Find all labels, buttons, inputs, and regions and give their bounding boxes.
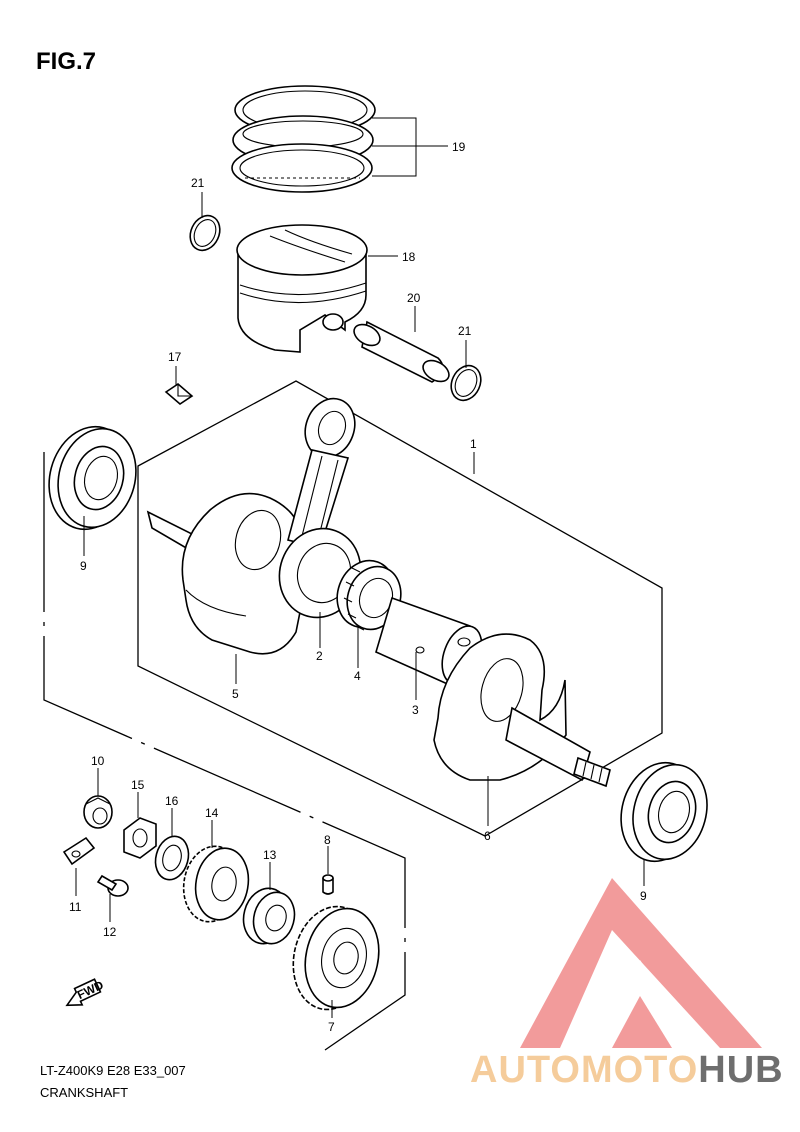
- piston-pin-circlip-left: [189, 214, 221, 252]
- callout-12: 12: [103, 925, 117, 939]
- callout-8: 8: [324, 833, 331, 847]
- oil-seal-bush: [83, 795, 113, 829]
- callout-14: 14: [205, 806, 219, 820]
- model-code-label: LT-Z400K9 E28 E33_007: [40, 1063, 186, 1078]
- crankshaft-bearing-right: [620, 761, 708, 863]
- callout-21-left: 21: [191, 176, 205, 190]
- crankshaft-right-half: [433, 633, 611, 788]
- callout-7: 7: [328, 1020, 335, 1034]
- piston-pin-circlip-right: [450, 364, 482, 402]
- callout-5: 5: [232, 687, 239, 701]
- automotohub-watermark: AUTOMOTOHUB: [470, 878, 784, 1091]
- callout-13: 13: [263, 848, 277, 862]
- gear-assembly-frame: [43, 452, 406, 1051]
- primary-drive-gear: [292, 905, 380, 1011]
- callout-18: 18: [402, 250, 416, 264]
- plate-screw: [96, 874, 129, 897]
- callout-17: 17: [168, 350, 182, 364]
- gear-spacer: [242, 887, 296, 945]
- figure-title: FIG.7: [36, 48, 97, 75]
- callout-19: 19: [452, 140, 466, 154]
- piston-ring-set: [231, 85, 376, 193]
- piston: [236, 224, 368, 353]
- callout-9-right: 9: [640, 889, 647, 903]
- callout-3: 3: [412, 703, 419, 717]
- group-name-label: CRANKSHAFT: [40, 1085, 129, 1100]
- crankshaft-assembly-frame: [137, 380, 663, 837]
- crankshaft-bearing-left: [48, 425, 137, 531]
- callout-10: 10: [91, 754, 105, 768]
- fwd-label: FWD: [75, 978, 106, 1002]
- leader-lines: [75, 117, 645, 1018]
- callout-4: 4: [354, 669, 361, 683]
- callout-21-right: 21: [458, 324, 472, 338]
- crankshaft-nut: [123, 817, 157, 859]
- piston-pin: [353, 320, 450, 383]
- dowel-pin: [322, 874, 334, 895]
- washer: [154, 835, 190, 881]
- callout-11: 11: [69, 900, 82, 914]
- forward-direction-arrow: FWD: [65, 978, 106, 1007]
- watermark-text-hub: HUB: [698, 1049, 783, 1091]
- retainer-plate: [62, 836, 96, 866]
- callout-20: 20: [407, 291, 421, 305]
- callout-labels: 19 18 21 20 21 17 1 9 2 4 3 5 6 9 10 15 …: [69, 140, 647, 1034]
- svg-text:AUTOMOTOHUB: AUTOMOTOHUB: [470, 1049, 784, 1091]
- balancer-drive-gear: [182, 845, 250, 923]
- callout-9-left: 9: [80, 559, 87, 573]
- callout-1: 1: [470, 437, 477, 451]
- callout-16: 16: [165, 794, 179, 808]
- callout-15: 15: [131, 778, 145, 792]
- callout-6: 6: [484, 829, 491, 843]
- woodruff-key: [164, 382, 194, 406]
- watermark-text-automoto: AUTOMOTO: [470, 1049, 698, 1091]
- callout-2: 2: [316, 649, 323, 663]
